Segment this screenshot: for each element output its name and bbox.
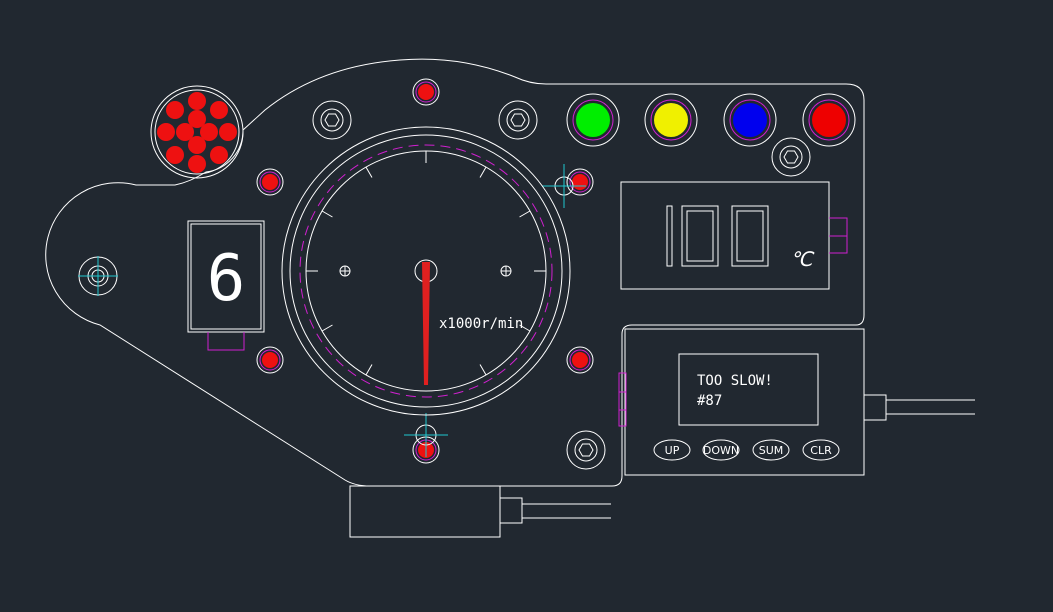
sum-button-label: SUM: [759, 444, 784, 457]
tachometer-needle: [422, 262, 430, 385]
tach-tick: [519, 210, 531, 218]
red-hole-left-lower: [256, 346, 284, 374]
red-light: [802, 93, 856, 147]
control-box: TOO SLOW! #87 UP DOWN SUM CLR: [618, 328, 865, 476]
red-hole-right-upper: [542, 164, 594, 208]
left-mount-hole: [78, 256, 118, 296]
tach-left-mark: [339, 265, 351, 277]
screw-bottom-right: [566, 430, 606, 470]
bottom-connector: [349, 485, 611, 538]
down-button-label: DOWN: [703, 444, 739, 457]
down-button[interactable]: DOWN: [702, 439, 740, 461]
sum-button[interactable]: SUM: [752, 439, 790, 461]
tach-tick: [321, 324, 333, 332]
temperature-unit: ℃: [790, 247, 815, 271]
temperature-display: 100 ℃: [0, 0, 848, 290]
yellow-light: [644, 93, 698, 147]
clr-button-label: CLR: [810, 444, 832, 457]
indicator-lights: [566, 93, 856, 147]
tachometer: x1000r/min: [281, 126, 571, 416]
tach-tick: [519, 324, 531, 332]
blue-light: [723, 93, 777, 147]
red-indicator-holes: [256, 78, 594, 464]
tach-tick: [365, 166, 373, 178]
lcd-screen: TOO SLOW! #87: [678, 353, 819, 426]
tach-tick: [479, 364, 487, 376]
screw-top-right: [498, 100, 538, 140]
red-hole-bottom: [404, 413, 448, 464]
tachometer-unit-label: x1000r/min: [439, 316, 523, 332]
red-hole-left-upper: [256, 168, 284, 196]
screw-right-indicators: [771, 137, 811, 177]
red-hole-right-lower: [566, 346, 594, 374]
tach-tick: [321, 210, 333, 218]
gear-display: 6: [187, 220, 265, 351]
screw-holes: [312, 100, 811, 470]
gear-value: 6: [207, 242, 246, 316]
tach-right-mark: [500, 265, 512, 277]
housing-outline: [45, 58, 865, 487]
temperature-digits: [666, 205, 769, 267]
tachometer-ticks: [306, 151, 546, 376]
up-button-label: UP: [665, 444, 680, 457]
temperature-value-text: 100: [0, 0, 2, 1]
right-connector: [863, 394, 975, 421]
led-cluster: [150, 85, 244, 179]
lcd-line-1: TOO SLOW!: [697, 373, 773, 389]
up-button[interactable]: UP: [653, 439, 691, 461]
lcd-line-2: #87: [697, 393, 722, 409]
screw-top-left: [312, 100, 352, 140]
clr-button[interactable]: CLR: [802, 439, 840, 461]
tach-tick: [365, 364, 373, 376]
red-hole-top: [412, 78, 440, 106]
tach-tick: [479, 166, 487, 178]
green-light: [566, 93, 620, 147]
